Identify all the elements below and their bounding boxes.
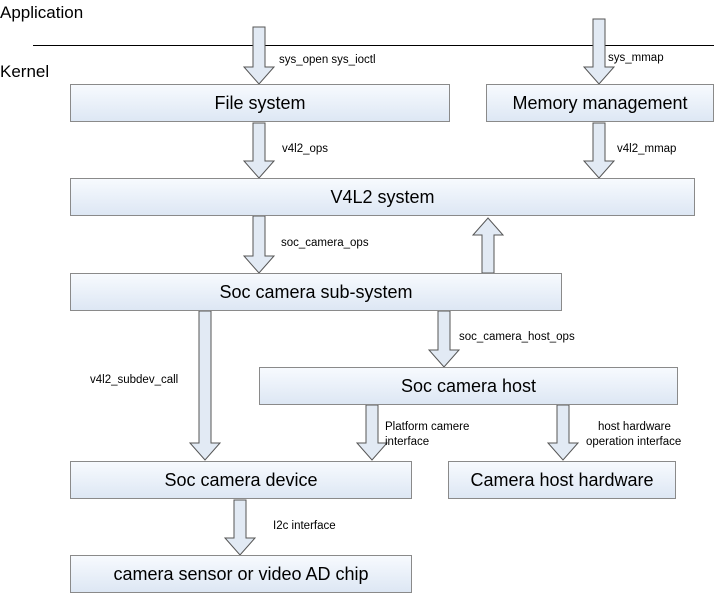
label-v4l2-ops: v4l2_ops xyxy=(282,143,329,155)
label-sys-mmap: sys_mmap xyxy=(608,52,664,64)
arrow-up-to-v4l2 xyxy=(471,217,505,274)
v4l2-system-box: V4L2 system xyxy=(70,178,695,216)
label-sys-open-ioctl: sys_open sys_ioctl xyxy=(279,54,376,66)
arrow-v4l2-mmap xyxy=(582,122,616,179)
label-i2c-interface: I2c interface xyxy=(273,520,336,532)
arrow-soc-camera-ops xyxy=(242,215,276,274)
arrow-i2c-interface xyxy=(223,499,257,556)
label-soc-camera-ops: soc_camera_ops xyxy=(281,237,369,249)
arrow-v4l2-subdev-call xyxy=(188,310,222,461)
soc-camera-subsystem-box: Soc camera sub-system xyxy=(70,273,562,311)
soc-camera-host-box: Soc camera host xyxy=(259,367,678,405)
arrow-host-hw-interface xyxy=(546,404,580,461)
camera-host-hardware-box: Camera host hardware xyxy=(448,461,676,499)
camera-sensor-box: camera sensor or video AD chip xyxy=(70,555,412,593)
arrow-sys-open-ioctl xyxy=(242,26,276,85)
kernel-layer-label: Kernel xyxy=(0,62,50,81)
label-soc-camera-host-ops: soc_camera_host_ops xyxy=(459,331,575,343)
memory-management-box: Memory management xyxy=(486,84,714,122)
label-v4l2-mmap: v4l2_mmap xyxy=(617,143,677,155)
label-platform-line1: Platform camere xyxy=(385,421,470,433)
label-host-hw-line2: operation interface xyxy=(586,436,682,448)
label-platform-line2: interface xyxy=(385,436,430,448)
arrow-v4l2-ops xyxy=(242,122,276,179)
label-host-hw-line1: host hardware xyxy=(598,421,671,433)
arrow-platform-interface xyxy=(355,404,389,461)
label-v4l2-subdev-call: v4l2_subdev_call xyxy=(90,374,179,386)
arrow-sys-mmap xyxy=(582,18,616,85)
file-system-box: File system xyxy=(70,84,450,122)
soc-camera-device-box: Soc camera device xyxy=(70,461,412,499)
user-kernel-separator xyxy=(33,45,714,46)
application-layer-label: Application xyxy=(0,3,84,22)
arrow-soc-camera-host-ops xyxy=(427,310,461,368)
